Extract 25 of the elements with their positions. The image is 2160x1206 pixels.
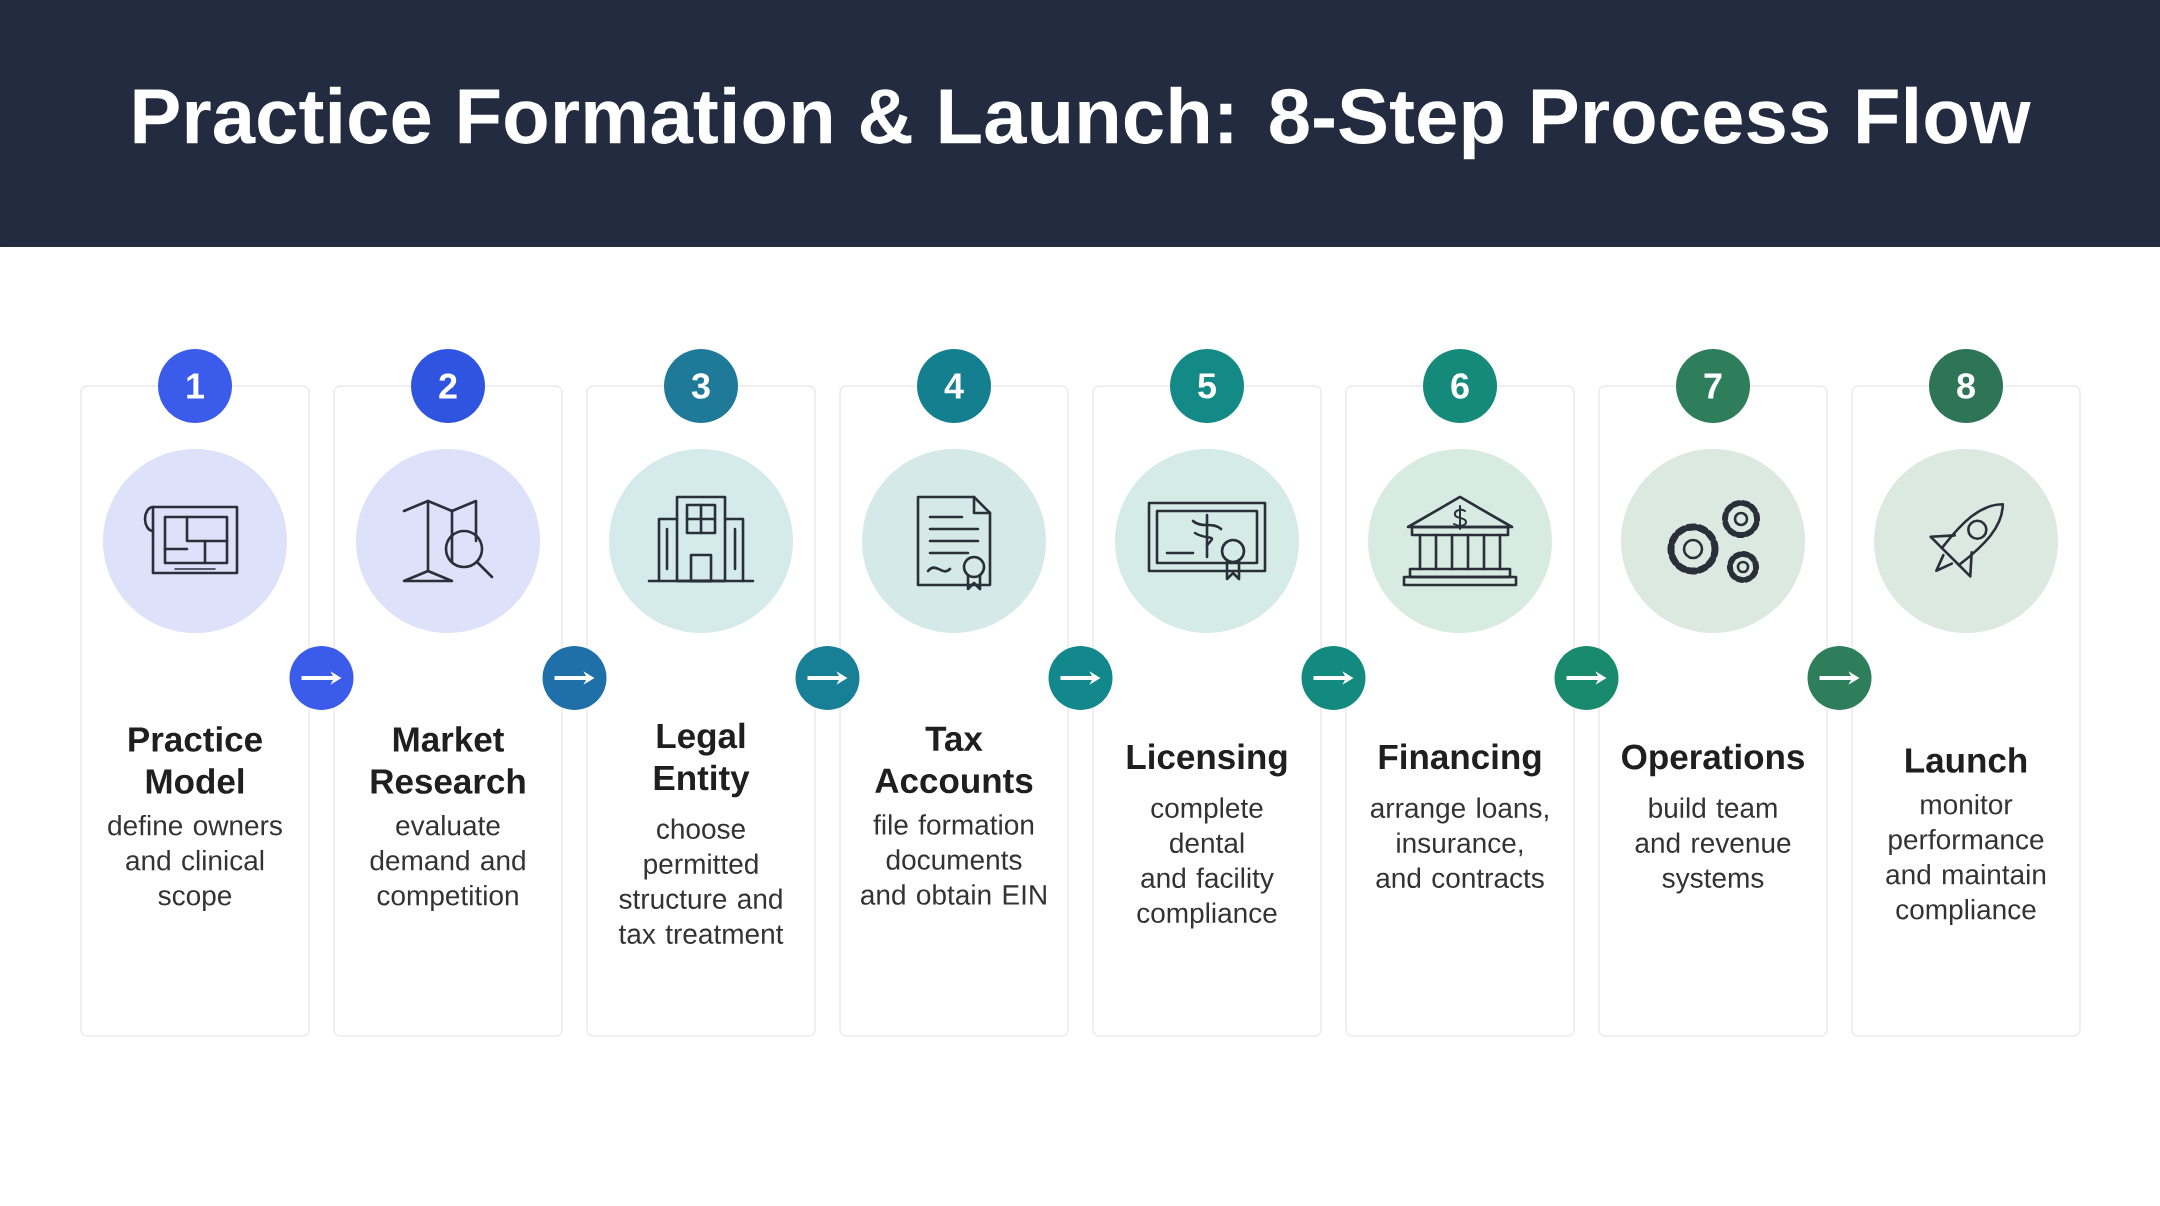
step-title: Licensing [1127, 743, 1287, 777]
step-description: arrange loans, insurance, and contracts [1370, 797, 1548, 888]
step-number: 3 [664, 349, 738, 423]
step-number: 7 [1676, 349, 1750, 423]
step-number: 6 [1423, 349, 1497, 423]
step-title: Operations [1622, 743, 1804, 777]
step-description: define owners and clinical scope [108, 814, 282, 911]
step-description: evaluate demand and competition [370, 814, 525, 911]
step-number: 2 [411, 349, 485, 423]
step-title: Practice Model [129, 726, 262, 794]
step-number: 4 [917, 349, 991, 423]
step-title: Financing [1379, 743, 1541, 777]
step-title: Launch [1906, 747, 2027, 773]
step-number: 8 [1929, 349, 2003, 423]
step-title: Tax Accounts [875, 726, 1033, 794]
step-number: 1 [158, 349, 232, 423]
title: Practice Formation & Launch: 8-Step Process Flow [134, 86, 2031, 160]
step-description: build team and revenue systems [1635, 797, 1791, 894]
step-description: complete dental and facility compliance [1137, 797, 1277, 929]
step-description: monitor performance and maintain compliance [1886, 793, 2046, 925]
step-title: Market Research [371, 726, 525, 794]
step-description: choose permitted structure and tax treatment [618, 818, 784, 944]
step-number: 5 [1170, 349, 1244, 423]
step-title: Legal Entity [654, 722, 750, 798]
step-description: file formation documents and obtain EIN [861, 814, 1046, 905]
